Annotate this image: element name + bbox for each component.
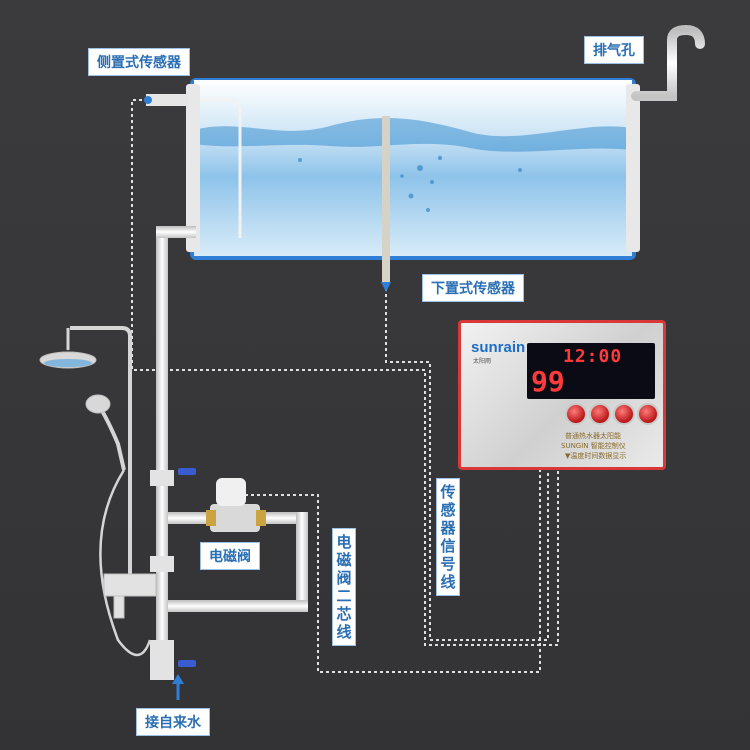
label-solenoid-valve: 电磁阀 xyxy=(200,542,260,570)
control-knob-1[interactable] xyxy=(565,403,587,425)
label-valve-wire: 电磁阀二芯线 xyxy=(332,528,356,646)
shower-set xyxy=(39,326,157,657)
signal-wires xyxy=(131,99,559,673)
lcd-temperature: 99 xyxy=(531,365,565,398)
side-sensor-probe xyxy=(200,98,242,238)
valve-handle-lower xyxy=(178,660,196,667)
controller-panel: sunrain 太阳雨 12:00 99 普通热水器太阳能 SUNGIN 智能控… xyxy=(458,320,666,470)
brand-subtitle: 太阳雨 xyxy=(473,358,492,365)
vent-pipe xyxy=(631,24,705,101)
label-water-inlet: 接自来水 xyxy=(136,708,210,736)
bottom-sensor-wire xyxy=(385,288,549,641)
label-sensor-signal: 传感器信号线 xyxy=(436,478,460,596)
label-side-sensor: 侧置式传感器 xyxy=(88,48,190,76)
control-knob-2[interactable] xyxy=(589,403,611,425)
control-knob-3[interactable] xyxy=(613,403,635,425)
panel-text-line1: 普通热水器太阳能 xyxy=(565,432,621,440)
main-pipe xyxy=(150,226,308,680)
panel-text-line3: ▼温度时间数据显示 xyxy=(565,452,627,460)
label-vent: 排气孔 xyxy=(584,36,644,64)
brand-logo: sunrain xyxy=(471,339,526,356)
water-tank xyxy=(186,78,640,260)
bottom-sensor-rod xyxy=(382,116,390,284)
solenoid-valve-body xyxy=(206,478,266,532)
inlet-arrow xyxy=(172,674,184,700)
panel-text-line2: SUNGIN 智能控制仪 xyxy=(561,442,626,450)
lcd-display: 12:00 99 xyxy=(527,343,655,399)
side-sensor-wire xyxy=(131,99,559,646)
side-sensor-fitting xyxy=(146,94,188,106)
control-knob-4[interactable] xyxy=(637,403,659,425)
valve-handle-upper xyxy=(178,468,196,475)
valve-wire xyxy=(231,470,541,673)
lcd-time: 12:00 xyxy=(563,346,623,367)
label-bottom-sensor: 下置式传感器 xyxy=(422,274,524,302)
